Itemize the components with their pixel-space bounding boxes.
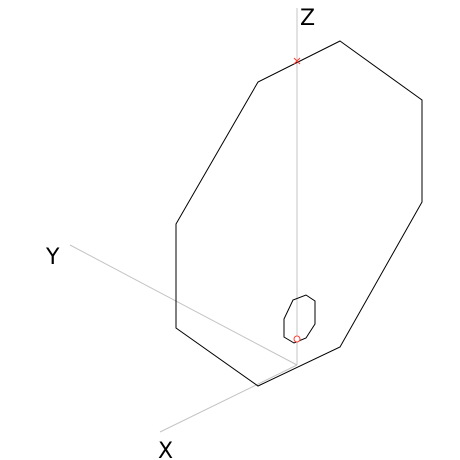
small-octagon[interactable] bbox=[283, 294, 316, 344]
x-axis-line bbox=[159, 364, 298, 433]
x-axis-label: X bbox=[158, 439, 173, 460]
large-octagon[interactable] bbox=[175, 40, 423, 387]
z-axis-label: Z bbox=[300, 6, 315, 31]
top-marker bbox=[293, 57, 301, 65]
y-axis-label: Y bbox=[45, 245, 60, 270]
y-axis-line bbox=[69, 244, 298, 366]
origin-marker bbox=[293, 335, 301, 343]
